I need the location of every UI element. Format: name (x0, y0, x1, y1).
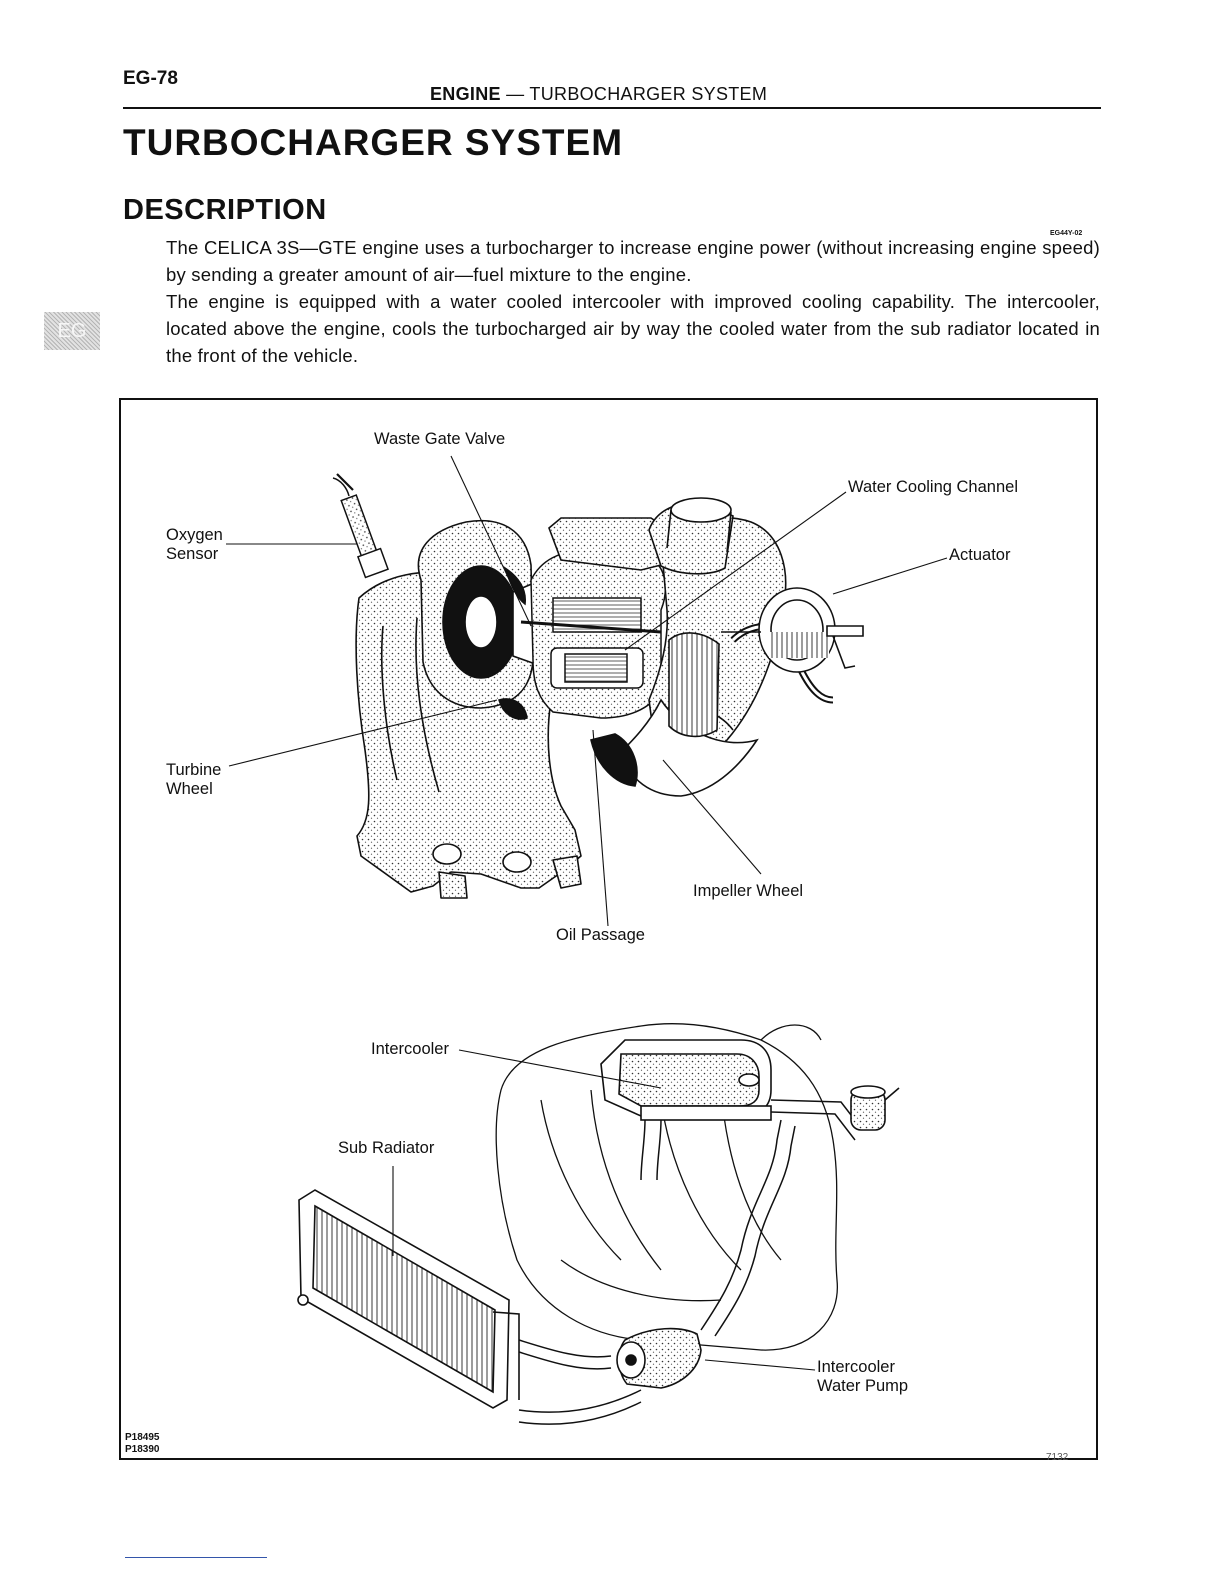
description-text: The CELICA 3S—GTE engine uses a turbocha… (166, 234, 1100, 369)
header-separator: — (506, 84, 525, 104)
label-intercooler-water-pump-line-1: Intercooler (817, 1358, 895, 1376)
document-code: EG44Y-02 (1050, 230, 1083, 237)
label-intercooler: Intercooler (371, 1040, 449, 1058)
header-section: ENGINE (430, 84, 501, 104)
intercooler-water-pump (616, 1327, 702, 1389)
label-intercooler-water-pump: Intercooler Water Pump (817, 1358, 908, 1396)
waste-gate-actuator (721, 587, 864, 704)
turbine-housing (417, 520, 542, 709)
label-intercooler-water-pump-line-2: Water Pump (817, 1377, 909, 1395)
label-oxygen-sensor: Oxygen Sensor (166, 526, 223, 564)
footer-rule (125, 1557, 267, 1558)
oxygen-sensor (332, 473, 389, 579)
reservoir-tank (850, 1085, 900, 1131)
section-tab-eg: EG (44, 312, 100, 350)
label-turbine-wheel-line-2: Wheel (166, 780, 213, 798)
header-rule (123, 107, 1101, 109)
section-subtitle: DESCRIPTION (123, 194, 327, 226)
label-actuator: Actuator (949, 546, 1011, 564)
label-water-cooling-channel: Water Cooling Channel (848, 478, 1018, 496)
compressor-housing (548, 497, 787, 797)
figure-codes: P18495 P18390 (125, 1432, 159, 1456)
page-number: EG-78 (123, 68, 178, 89)
description-paragraph-2: The engine is equipped with a water cool… (166, 291, 1100, 366)
turbocharger-leader-lines (226, 455, 948, 927)
engine-leader-lines (392, 1049, 816, 1371)
page-stamp: 7132 (1046, 1452, 1069, 1463)
figure-code-2: P18390 (125, 1444, 160, 1455)
illustration (226, 455, 948, 1425)
figure-frame: Waste Gate Valve Water Cooling Channel O… (119, 398, 1098, 1460)
header-topic: TURBOCHARGER SYSTEM (529, 84, 768, 104)
label-oxygen-sensor-line-1: Oxygen (166, 526, 223, 544)
label-waste-gate-valve: Waste Gate Valve (374, 430, 506, 448)
label-oil-passage: Oil Passage (556, 926, 645, 944)
description-paragraph-1: The CELICA 3S—GTE engine uses a turbocha… (166, 237, 1100, 285)
center-housing (498, 551, 667, 720)
intercooler (600, 1039, 772, 1121)
sub-radiator (297, 1189, 520, 1409)
label-turbine-wheel: Turbine Wheel (166, 761, 221, 799)
label-turbine-wheel-line-1: Turbine (166, 761, 222, 779)
label-sub-radiator: Sub Radiator (338, 1139, 435, 1157)
engine-block (495, 1023, 838, 1351)
coolant-hoses (518, 1099, 862, 1425)
running-header: ENGINE — TURBOCHARGER SYSTEM (430, 84, 767, 105)
figure-code-1: P18495 (125, 1432, 160, 1443)
page-title: TURBOCHARGER SYSTEM (123, 122, 624, 163)
label-oxygen-sensor-line-2: Sensor (166, 545, 219, 563)
label-impeller-wheel: Impeller Wheel (693, 882, 804, 900)
